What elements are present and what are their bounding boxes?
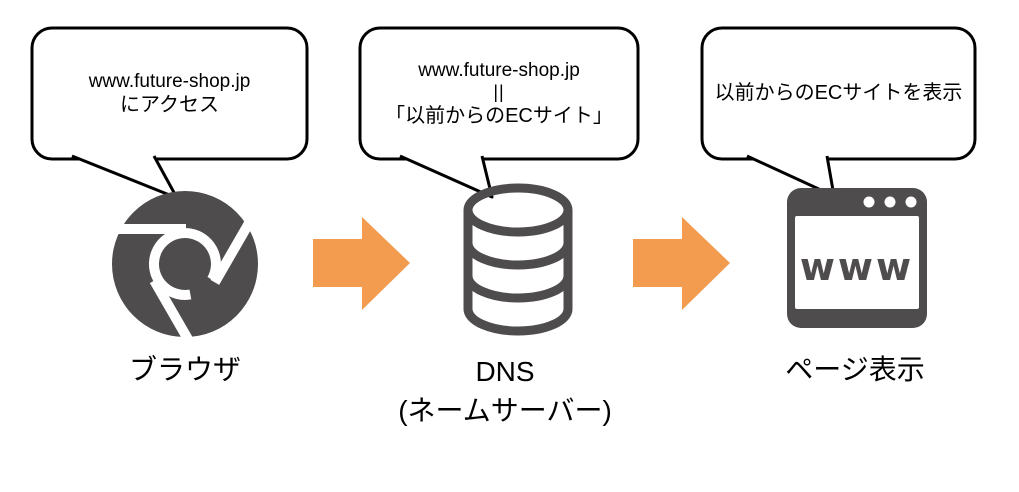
chrome-browser-icon [112,191,258,337]
bubble-line: 「以前からのECサイト」 [385,104,613,127]
window-dot [905,196,917,208]
bubble-tail [399,154,494,199]
bubble-line: 以前からのECサイトを表示 [714,82,963,105]
equals-sign: || [493,81,505,102]
window-www-text: www [799,244,915,289]
speech-bubble-page-text: 以前からのECサイトを表示 [702,28,975,159]
label-browser: ブラウザ [128,354,241,385]
browser-window-icon [787,188,927,328]
database-icon [463,183,573,336]
label-page-display: ページ表示 [785,354,925,385]
speech-bubble-browser [30,26,309,200]
arrow-right-icon [313,217,410,310]
window-dot [884,196,896,208]
bubble-line: www.future-shop.jp [418,59,580,81]
bubble-line: www.future-shop.jp [88,70,251,92]
speech-bubble-page [700,26,977,198]
speech-bubble-dns-text: www.future-shop.jp || 「以前からのECサイト」 [360,28,638,159]
arrow-right-icon [633,217,730,310]
speech-bubble-browser-text: www.future-shop.jp にアクセス [32,28,307,159]
speech-bubble-dns [358,26,640,199]
label-dns: DNS (ネームサーバー) [398,356,612,427]
window-dot [863,196,875,208]
bubble-line: にアクセス [120,93,219,116]
